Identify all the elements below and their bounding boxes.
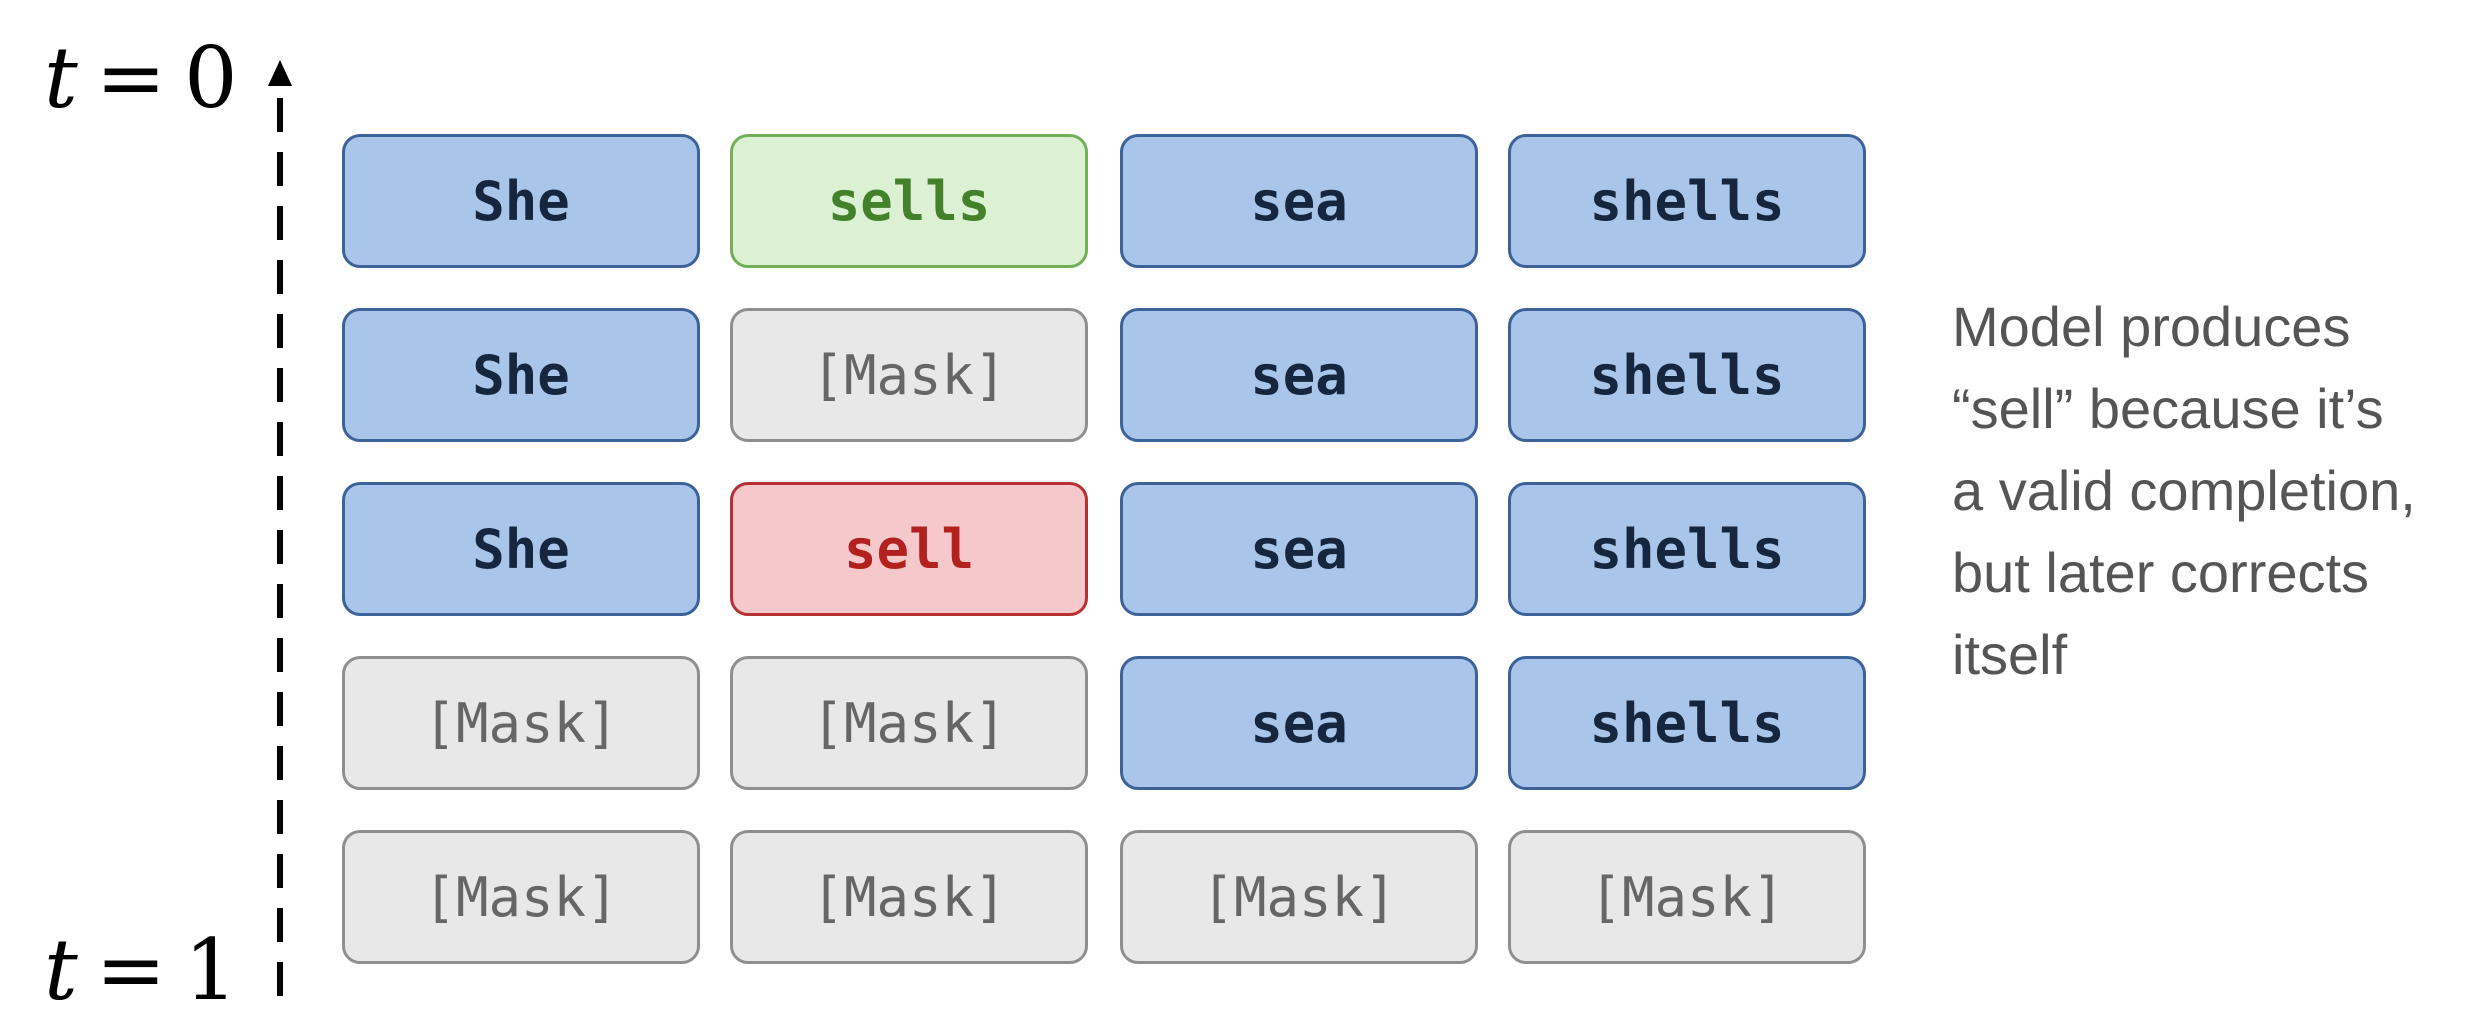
token-grid: She sells sea shells She [Mask] sea shel…	[342, 134, 1874, 968]
annotation-line: Model produces	[1952, 295, 2351, 358]
time-var: t	[44, 921, 78, 1019]
time-equals: =	[95, 29, 167, 127]
annotation-line: a valid completion,	[1952, 459, 2416, 522]
annotation-line: “sell” because it’s	[1952, 377, 2384, 440]
time-axis-arrowhead	[268, 60, 292, 86]
token-box: She	[342, 482, 700, 616]
token-row: [Mask] [Mask] sea shells	[342, 656, 1874, 794]
time-axis-arrow	[268, 60, 292, 996]
token-box: sea	[1120, 134, 1478, 268]
token-row: She sells sea shells	[342, 134, 1874, 272]
time-value: 1	[184, 921, 238, 1019]
token-box: shells	[1508, 482, 1866, 616]
annotation-line: itself	[1952, 623, 2068, 686]
annotation-text: Model produces “sell” because it’s a val…	[1952, 286, 2462, 696]
token-row: She [Mask] sea shells	[342, 308, 1874, 446]
token-box: sea	[1120, 482, 1478, 616]
token-box: shells	[1508, 134, 1866, 268]
token-box: [Mask]	[342, 830, 700, 964]
token-box: [Mask]	[342, 656, 700, 790]
token-box: sea	[1120, 656, 1478, 790]
token-box: shells	[1508, 308, 1866, 442]
time-var: t	[44, 29, 78, 127]
time-label-start: t=0	[44, 36, 238, 120]
time-label-end: t=1	[44, 928, 238, 1012]
token-box: [Mask]	[1120, 830, 1478, 964]
token-row: She sell sea shells	[342, 482, 1874, 620]
time-value: 0	[184, 29, 238, 127]
token-box: She	[342, 134, 700, 268]
token-box: sell	[730, 482, 1088, 616]
token-box: She	[342, 308, 700, 442]
token-box: shells	[1508, 656, 1866, 790]
token-box: sells	[730, 134, 1088, 268]
token-box: [Mask]	[1508, 830, 1866, 964]
token-box: [Mask]	[730, 830, 1088, 964]
annotation-line: but later corrects	[1952, 541, 2370, 604]
token-box: [Mask]	[730, 656, 1088, 790]
token-row: [Mask] [Mask] [Mask] [Mask]	[342, 830, 1874, 968]
token-box: [Mask]	[730, 308, 1088, 442]
token-box: sea	[1120, 308, 1478, 442]
time-equals: =	[95, 921, 167, 1019]
